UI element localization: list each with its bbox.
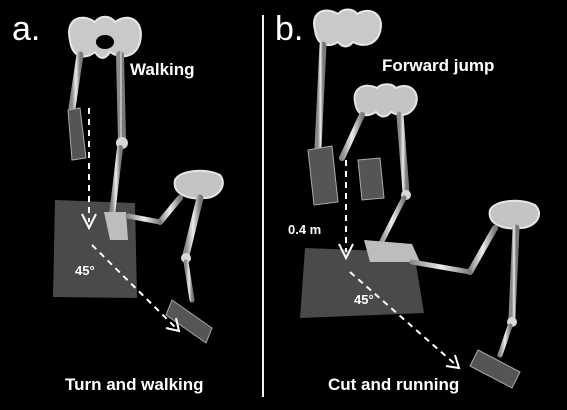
forward-jump-label: Forward jump bbox=[382, 56, 494, 76]
panel-divider bbox=[262, 15, 264, 397]
turn-and-walking-label: Turn and walking bbox=[65, 375, 204, 395]
cut-and-running-label: Cut and running bbox=[328, 375, 459, 395]
panel-a-angle-label: 45° bbox=[75, 263, 95, 278]
distance-label: 0.4 m bbox=[288, 222, 321, 237]
panel-b-angle-label: 45° bbox=[354, 292, 374, 307]
shoe bbox=[68, 108, 86, 160]
panel-a-letter: a. bbox=[12, 12, 40, 46]
panel-b-letter: b. bbox=[275, 12, 303, 46]
walking-label: Walking bbox=[130, 60, 195, 80]
